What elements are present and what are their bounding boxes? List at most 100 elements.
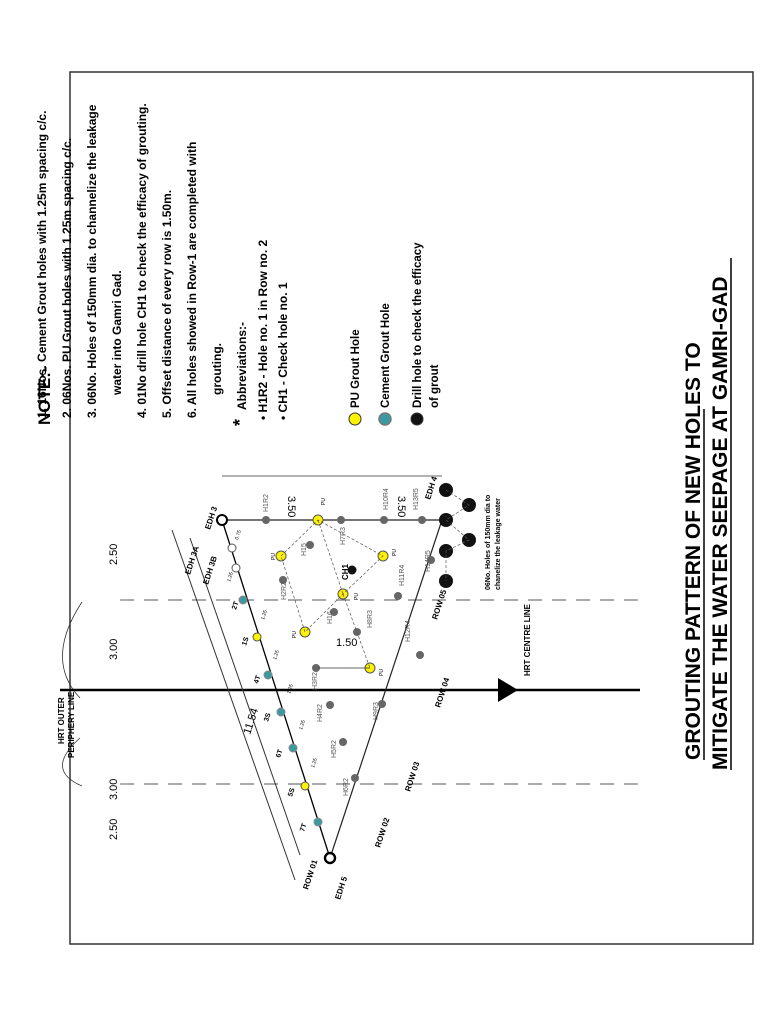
spacing-label-1: 1.25 [226,571,235,582]
drain-link-path [445,489,470,581]
row1-hole-open-1 [227,543,237,553]
label-6t: 6T [275,748,284,759]
label-h11r4: H11R4 [399,565,406,586]
note-heading: NOTE:- [35,366,54,425]
label-3s: 3S [263,712,272,723]
label-h10r4: H10R4 [383,488,390,510]
abbrev-item-1: • H1R2 - Hole no. 1 in Row no. 2 [256,239,270,420]
dim-1154: 11.54 [241,707,261,736]
ch1-label: CH1 [341,563,350,580]
spacing-label-2: 1.25 [260,609,269,620]
pu-label-c: PU [392,549,398,556]
row1-hole-5s [300,781,310,791]
label-h4r2: H4R2 [317,704,324,722]
label-h7r3: H7R3 [340,527,347,545]
dim-350-a: 3.50 [285,496,297,517]
row1-hole-open-2 [231,563,241,573]
hrt-centre-arrow [498,678,518,702]
legend-drill-label-1: Drill hole to check the efficacy [412,242,424,408]
note-item-6b: grouting. [210,343,224,395]
label-h12r4: H12R4 [405,620,412,642]
dim-250-bot: 2.50 [108,819,120,840]
edh3a-label: EDH 3A [183,545,201,576]
pu-link-extra-2 [317,519,344,595]
sheet-border [69,71,754,945]
label-2t: 2T [231,600,240,611]
pu-label-b: PU [271,553,277,560]
edh3b-label: EDH 3B [201,555,219,586]
legend-cement-swatch [378,412,392,426]
row1-hole-3s [276,707,286,717]
note-item-3b: water into Gamri Gad. [110,270,124,396]
label-h5r2: H5R2 [331,740,338,758]
row1-hole-2t [238,595,248,605]
row1-hole-1s [252,632,262,642]
hole-h5r2 [339,738,347,746]
label-1s: 1S [241,636,250,647]
spacing-label-3: 1.25 [272,649,281,660]
grout-diagram: 2.50 3.00 3.00 2.50 HRT OUTER PERIPHERY … [57,475,640,901]
row-01-line [221,519,331,859]
edge-line-inner [189,537,301,856]
note-item-2: 2. 06Nos. PU Grout holes with 1.25m spac… [60,138,74,418]
hole-h15 [306,541,314,549]
row-04-label: ROW 04 [433,676,451,708]
dim-300-bot: 3.00 [108,779,120,800]
row-05-label: ROW 05 [430,588,448,620]
abbrev-heading: Abbreviations:- [235,322,249,410]
label-h13r5: H13R5 [413,488,420,510]
hole-h9r3 [378,700,386,708]
dim-250-top: 2.50 [108,544,120,565]
label-h6r2: H6R2 [343,778,350,796]
drain-note-1: 06No. Holes of 150mm dia to [485,495,492,590]
pu-label-d: PU [354,593,360,600]
label-h8r3: H8R3 [367,610,374,628]
pu-hole-e [299,626,311,638]
note-block: NOTE:- 1. 16Nos. Cement Grout holes with… [35,103,290,426]
row-02-label: ROW 02 [373,816,391,848]
abbrev-star: * [230,419,250,426]
label-5s: 5S [287,787,296,798]
spacing-label-6: 1.25 [310,757,319,768]
hole-h2r2 [279,576,287,584]
title-line-1: GROUTING PATTERN OF NEW HOLES TO [682,342,705,760]
spacing-label-075: 0.75 [234,529,243,540]
label-h16: H16 [327,611,334,624]
label-h1r2: H1R2 [263,494,270,512]
hole-h6r2 [351,774,359,782]
note-item-4: 4. 01No drill hole CH1 to check the effi… [135,103,149,418]
title-block: GROUTING PATTERN OF NEW HOLES TO MITIGAT… [682,258,732,770]
note-item-6: 6. All holes showed in Row-1 are complet… [185,142,199,418]
spacing-label-5: 1.25 [298,719,307,730]
label-h9r3: H9R3 [373,702,380,720]
ch1-hole [347,565,357,575]
hrt-centre-label: HRT CENTRE LINE [523,603,532,676]
dim-150: 1.50 [336,637,357,649]
row1-hole-6t [288,743,298,753]
legend-pu-swatch [348,412,362,426]
dim-350-b: 3.50 [395,496,407,517]
hole-h7r3 [337,516,345,524]
edge-line-outer [171,529,296,881]
edh5-hole [323,851,337,865]
hrt-outer-callout-1 [62,601,83,699]
edh5-label: EDH 5 [333,875,349,901]
row-diagonal-line [329,519,443,859]
note-item-5: 5. Offset distance of every row is 1.50m… [160,190,174,418]
hole-h14r5 [427,556,435,564]
spacing-label-4: 1.25 [286,683,295,694]
row1-hole-7t [313,817,323,827]
label-h15: H15 [301,543,308,556]
label-7t: 7T [299,822,308,833]
legend: PU Grout Hole Cement Grout Hole Drill ho… [348,242,441,426]
legend-drill-label-2: of grout [429,364,441,408]
row1-hole-4t [263,670,273,680]
label-h3r2: H3R2 [312,672,319,690]
hrt-outer-label-2: PERIPHERY LINE [67,691,76,758]
drain-note-2: chanelize the leakage water [495,498,502,590]
hrt-outer-label-1: HRT OUTER [57,697,66,744]
row-03-label: ROW 03 [403,760,421,792]
edh4-label: EDH 4 [423,475,439,501]
